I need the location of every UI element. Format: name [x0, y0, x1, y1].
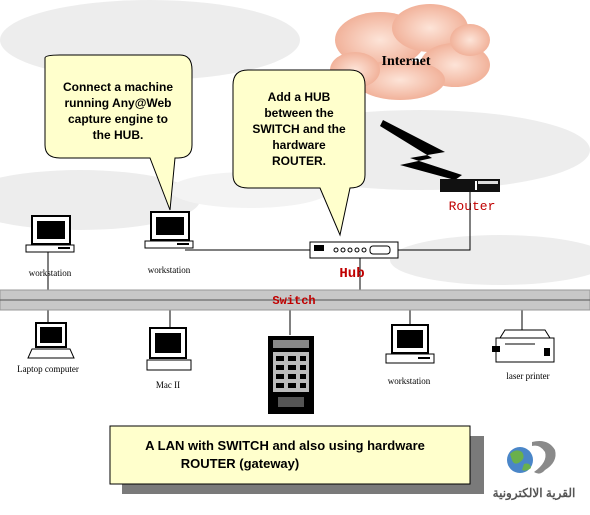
- callout-left-line-3: capture engine to: [68, 112, 168, 126]
- workstation-bottom-icon: [385, 324, 435, 364]
- connection-lines: [47, 192, 523, 335]
- printer-icon: [492, 329, 555, 363]
- callout-left-line-2: running Any@Web: [64, 96, 171, 110]
- callout-right-line-3: SWITCH and the: [252, 122, 346, 136]
- router-label: Router: [449, 199, 496, 214]
- globe-logo-icon: [507, 441, 556, 474]
- mac-icon: [146, 327, 192, 371]
- internet-cloud: [330, 4, 490, 100]
- internet-label: Internet: [382, 54, 431, 69]
- callout-left: [44, 54, 193, 211]
- callout-right-line-5: ROUTER.: [272, 154, 326, 168]
- laptop-icon: [27, 322, 75, 359]
- callout-right-line-2: between the: [264, 106, 334, 120]
- printer-label: laser printer: [506, 371, 549, 381]
- callout-left-line-1: Connect a machine: [63, 80, 173, 94]
- callout-left-line-4: the HUB.: [93, 128, 144, 142]
- callout-right-line-4: hardware: [272, 138, 326, 152]
- workstation-top-mid-icon: [144, 211, 194, 249]
- router-icon: [440, 179, 500, 192]
- laptop-label: Laptop computer: [17, 364, 79, 374]
- switch-label: Switch: [272, 294, 315, 308]
- callout-right: [232, 69, 366, 237]
- mac-label: Mac II: [156, 380, 180, 390]
- caption-line-1: A LAN with SWITCH and also using hardwar…: [145, 438, 425, 453]
- workstation-top-left-icon: [25, 215, 75, 253]
- caption-line-2: ROUTER (gateway): [181, 456, 299, 471]
- hub-label: Hub: [339, 266, 364, 282]
- logo-text: القرية الالكترونية: [493, 486, 576, 501]
- workstation-top-left-label: workstation: [29, 268, 72, 278]
- lightning-bolt-icon: [380, 120, 462, 180]
- hub-icon: [309, 241, 399, 259]
- workstation-bottom-label: workstation: [388, 376, 431, 386]
- callout-right-line-1: Add a HUB: [268, 90, 331, 104]
- caption-box: [109, 425, 471, 485]
- workstation-top-mid-label: workstation: [148, 265, 191, 275]
- server-icon: [268, 336, 314, 414]
